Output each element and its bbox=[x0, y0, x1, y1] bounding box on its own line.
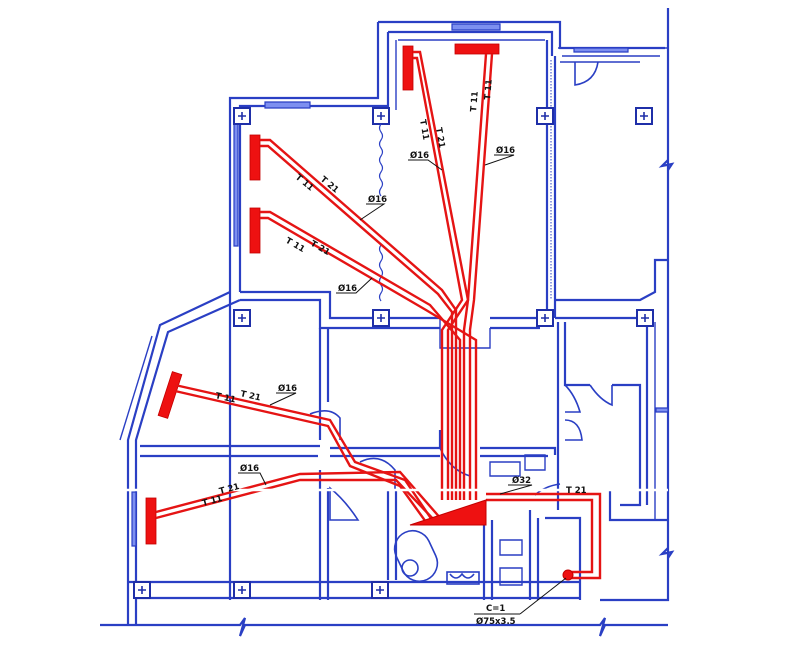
label-d32: Ø32 bbox=[512, 475, 531, 486]
label-d16: Ø16 bbox=[278, 383, 297, 394]
label-d16: Ø16 bbox=[240, 463, 259, 474]
plus-square-icon bbox=[636, 309, 654, 327]
walls bbox=[100, 8, 675, 637]
riser-label: C=1 Ø75x3.5 bbox=[474, 577, 567, 627]
column-markers bbox=[133, 107, 654, 599]
bathtub-icon bbox=[393, 529, 439, 583]
label-t11: T 11 bbox=[483, 79, 495, 100]
radiator-icon bbox=[249, 207, 261, 254]
plus-square-icon bbox=[536, 309, 554, 327]
radiator-icon bbox=[249, 134, 261, 181]
plus-square-icon bbox=[371, 581, 389, 599]
plus-square-icon bbox=[233, 107, 251, 125]
pipe-labels: T 11 T 21 T 11 T 11 T 11 T 21 T 11 T 21 … bbox=[201, 79, 586, 509]
radiator-icon bbox=[145, 497, 157, 545]
plus-square-icon bbox=[133, 581, 151, 599]
label-t21: T 21 bbox=[433, 127, 446, 149]
label-t11: T 11 bbox=[214, 391, 236, 405]
label-d16: Ø16 bbox=[338, 283, 357, 294]
plus-square-icon bbox=[233, 581, 251, 599]
label-t11: T 11 bbox=[417, 119, 430, 141]
basin-unit-icon bbox=[446, 571, 480, 585]
plus-square-icon bbox=[635, 107, 653, 125]
label-t11: T 11 bbox=[469, 91, 481, 112]
plus-square-icon bbox=[372, 309, 390, 327]
doors bbox=[309, 61, 613, 521]
radiator-icon bbox=[157, 371, 183, 419]
label-t21: T 21 bbox=[309, 239, 332, 258]
label-d16: Ø16 bbox=[368, 194, 387, 205]
riser-point bbox=[562, 569, 574, 581]
plus-square-icon bbox=[233, 309, 251, 327]
radiators bbox=[145, 43, 500, 545]
plus-square-icon bbox=[372, 107, 390, 125]
radiator-icon bbox=[402, 45, 414, 91]
label-t21: T 21 bbox=[239, 389, 261, 403]
label-d16: Ø16 bbox=[496, 145, 515, 156]
flexible-partition bbox=[378, 123, 384, 302]
manifold bbox=[409, 499, 487, 526]
diameter-labels: Ø16 Ø16 Ø16 Ø16 Ø16 Ø16 Ø32 bbox=[238, 145, 533, 495]
bathroom-fixtures bbox=[393, 529, 480, 585]
riser-code: C=1 bbox=[486, 604, 505, 614]
label-t21: T 21 bbox=[566, 486, 587, 496]
riser-size: Ø75x3.5 bbox=[476, 616, 516, 627]
label-d16: Ø16 bbox=[410, 150, 429, 161]
heating-pipes bbox=[155, 50, 602, 580]
radiator-icon bbox=[454, 43, 500, 55]
plus-square-icon bbox=[536, 107, 554, 125]
sink-icon bbox=[401, 559, 419, 577]
